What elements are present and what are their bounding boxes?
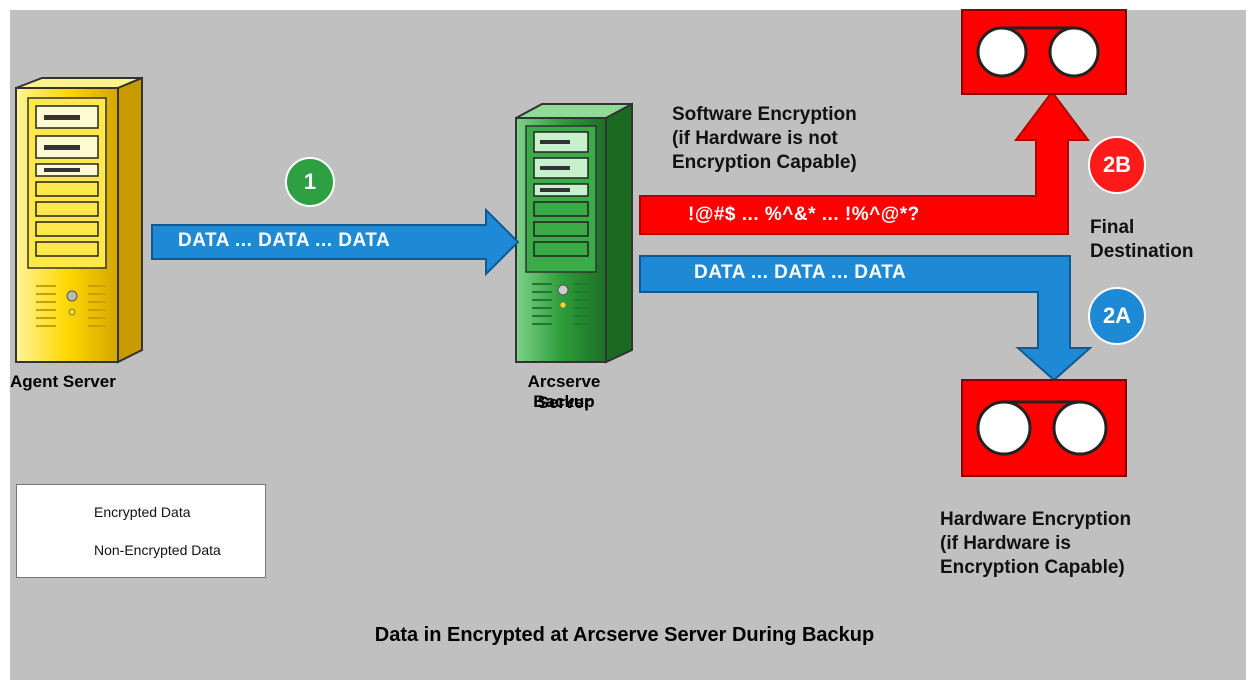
- legend: [16, 484, 266, 578]
- software-encryption-line2: (if Hardware is not: [672, 128, 838, 149]
- final-destination-line2: Destination: [1090, 241, 1194, 262]
- step2a-badge-circle: [1088, 287, 1146, 345]
- step2b-badge-label: 2B: [1102, 152, 1132, 177]
- tape-drive-lower-icon: [961, 379, 1127, 477]
- hardware-encryption-line3: Encryption Capable): [940, 557, 1125, 578]
- arrow-step1-text: DATA ... DATA ... DATA: [178, 230, 391, 251]
- agent-server-icon: [15, 76, 143, 364]
- hardware-encryption-line2: (if Hardware is: [940, 533, 1071, 554]
- software-encryption-line1: Software Encryption: [672, 104, 857, 125]
- final-destination-line1: Final: [1090, 217, 1135, 238]
- backup-server-icon: [515, 102, 633, 364]
- tape-drive-upper-icon: [961, 9, 1127, 95]
- backup-server-label-line1: Arcserve Backup: [527, 372, 601, 411]
- step1-badge-label: 1: [303, 169, 317, 194]
- arrow-step2b-text: !@#$ ... %^&* ... !%^@*?: [688, 204, 920, 225]
- hardware-encryption-line1: Hardware Encryption: [940, 509, 1132, 530]
- step2b-badge-circle: [1088, 136, 1146, 194]
- agent-server-label: Agent Server: [10, 372, 116, 391]
- step2a-badge-label: 2A: [1102, 303, 1132, 328]
- arrow-non-encrypted-step1: [151, 207, 520, 277]
- arrow-encrypted-step2b: [639, 90, 1090, 235]
- arrow-step2a-text: DATA ... DATA ... DATA: [694, 262, 907, 283]
- backup-server-label-line2: Server: [537, 393, 591, 412]
- legend-non-encrypted-label: Non-Encrypted Data: [94, 542, 221, 558]
- step1-badge-circle: [285, 157, 335, 207]
- software-encryption-line3: Encryption Capable): [672, 152, 857, 173]
- diagram-title: Data in Encrypted at Arcserve Server Dur…: [374, 624, 875, 646]
- legend-encrypted-label: Encrypted Data: [94, 504, 191, 520]
- arrow-non-encrypted-step2a: [639, 255, 1093, 382]
